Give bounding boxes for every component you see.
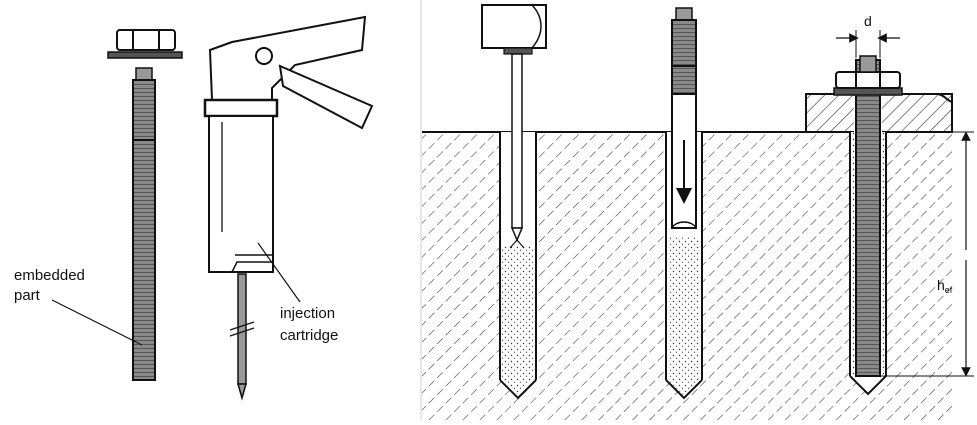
- installed-nut-icon: [835, 71, 901, 89]
- hex-nut-icon: [116, 29, 176, 51]
- injection-cartridge-label-line1: injection: [280, 305, 335, 322]
- embedded-part-leader: [51, 299, 143, 346]
- washer-icon: [107, 51, 183, 59]
- embedded-part-label-line2: part: [14, 287, 41, 304]
- installed-rod: [855, 59, 881, 377]
- injection-cartridge-leader: [257, 242, 301, 303]
- pivot-icon: [255, 47, 273, 65]
- embedded-part-group: embedded part: [14, 29, 183, 381]
- embedded-part-label-line1: embedded: [14, 267, 85, 284]
- cartridge-body: [208, 115, 274, 273]
- injection-gun-group: injection cartridge: [203, 15, 374, 401]
- hole-step-installed: d hef: [805, 13, 974, 396]
- hole-step-insert: [665, 7, 703, 400]
- embed-depth-label: hef: [937, 277, 953, 295]
- threaded-rod: [132, 79, 156, 381]
- hole-step-inject: [481, 4, 547, 400]
- diameter-label: d: [864, 13, 872, 29]
- injection-cartridge-label-line2: cartridge: [280, 327, 338, 344]
